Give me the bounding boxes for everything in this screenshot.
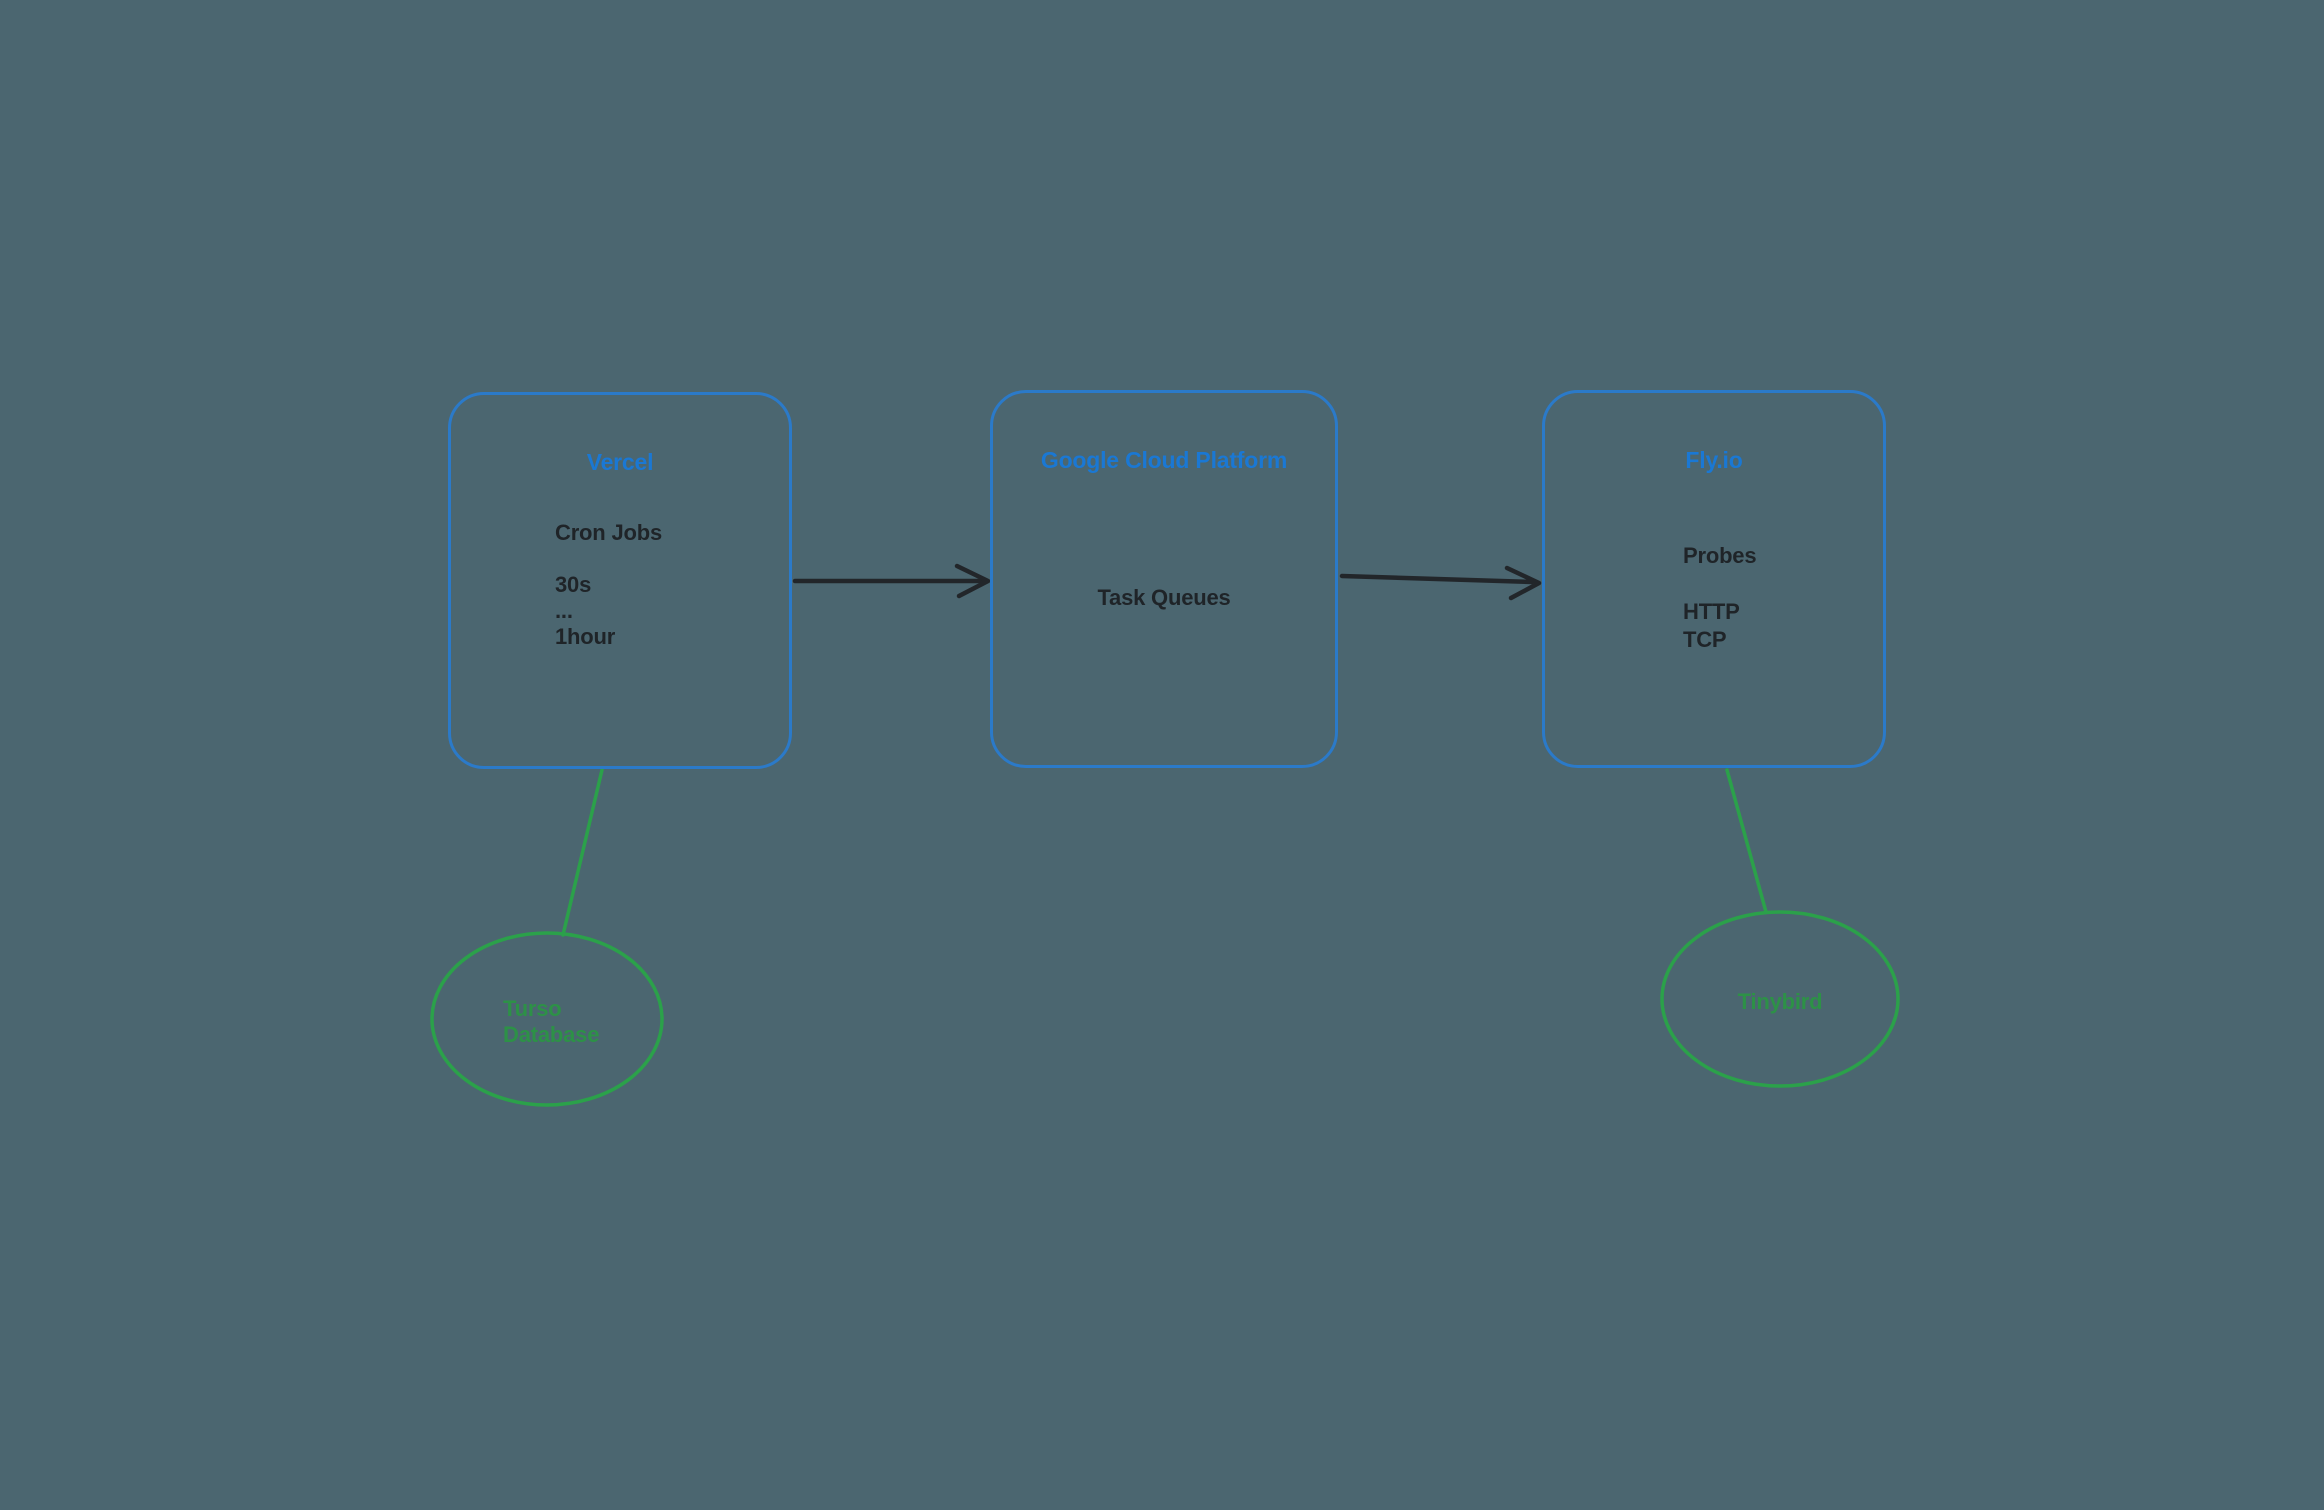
flyio-box: Fly.io Probes HTTP TCP [1542,390,1886,768]
vercel-box-body: Cron Jobs 30s ... 1hour [555,520,662,649]
vercel-box-title: Vercel [586,449,654,475]
arrow-shaft [1339,573,1535,585]
tinybird-ellipse [1660,910,1900,1088]
flyio-box-body: Probes HTTP TCP [1683,543,1757,652]
turso-label: Turso Database [503,996,600,1047]
flyio-box-title: Fly.io [1685,447,1743,473]
arrowhead-icon [954,563,991,599]
arrow-vercel-to-gcp [792,563,991,599]
arrow-gcp-to-flyio [1339,565,1542,601]
tinybird-label: Tinybird [1737,989,1823,1014]
gcp-box-title: Google Cloud Platform [1040,447,1288,473]
vercel-box: Vercel Cron Jobs 30s ... 1hour [448,392,792,769]
gcp-box-body: Task Queues [1097,585,1231,610]
connector-vercel-turso [561,768,604,937]
turso-ellipse [430,931,664,1107]
arrowhead-icon [1504,565,1542,601]
gcp-box: Google Cloud Platform Task Queues [990,390,1338,768]
connector-flyio-tinybird [1725,768,1768,914]
